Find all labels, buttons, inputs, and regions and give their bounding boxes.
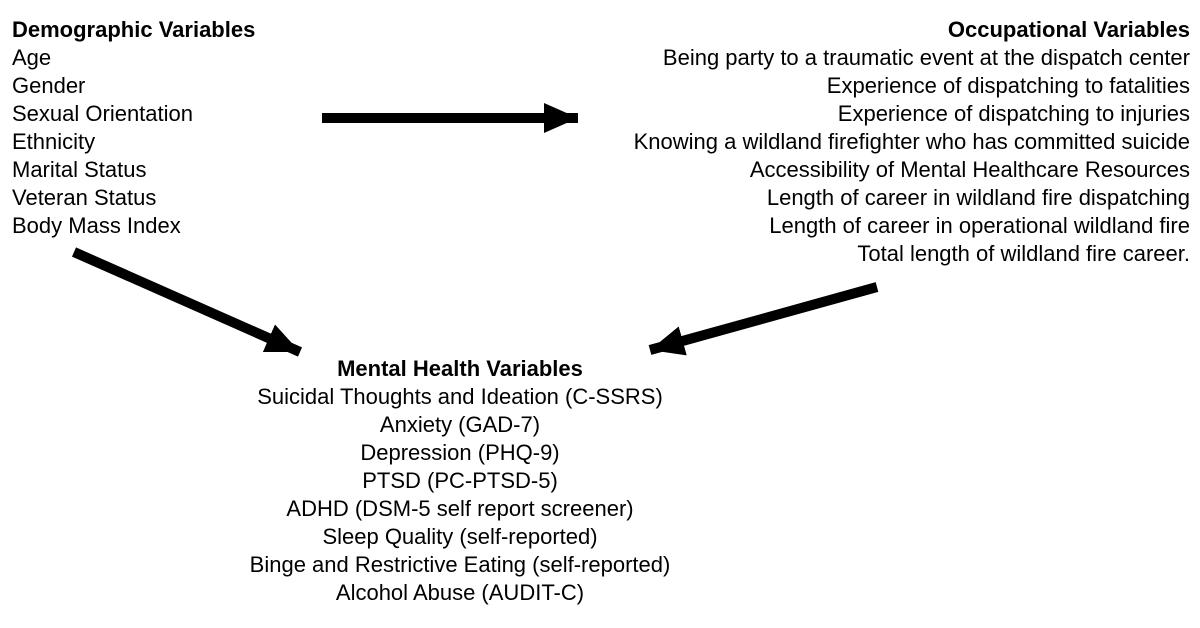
variable-item: Depression (PHQ-9) (360, 440, 560, 465)
mental-health-variables-group: Mental Health Variables Suicidal Thought… (160, 355, 760, 607)
variable-item: Total length of wildland fire career. (857, 241, 1190, 266)
variable-item: Experience of dispatching to injuries (837, 101, 1190, 126)
variable-item: Experience of dispatching to fatalities (826, 73, 1190, 98)
mental-health-variables-title: Mental Health Variables (337, 356, 583, 381)
variable-item: Alcohol Abuse (AUDIT-C) (335, 580, 585, 605)
variable-item: Length of career in operational wildland… (769, 213, 1190, 238)
variable-item: PTSD (PC-PTSD-5) (362, 468, 558, 493)
arrow-occupational-to-mental-health (648, 282, 879, 356)
variable-item: Veteran Status (12, 185, 157, 210)
occupational-variables-list: Being party to a traumatic event at the … (634, 44, 1190, 268)
variable-item: Anxiety (GAD-7) (379, 412, 541, 437)
variable-item: Length of career in wildland fire dispat… (766, 185, 1190, 210)
variable-item: ADHD (DSM-5 self report screener) (286, 496, 634, 521)
variable-item: Sexual Orientation (12, 101, 193, 126)
occupational-variables-title: Occupational Variables (947, 17, 1190, 42)
variable-item: Ethnicity (12, 129, 96, 154)
variable-item: Knowing a wildland firefighter who has c… (633, 129, 1190, 154)
mental-health-variables-list: Suicidal Thoughts and Ideation (C-SSRS) A… (160, 383, 760, 607)
variable-item: Suicidal Thoughts and Ideation (C-SSRS) (257, 384, 663, 409)
variable-item: Marital Status (12, 157, 147, 182)
variable-item: Binge and Restrictive Eating (self-repor… (249, 552, 671, 577)
occupational-variables-group: Occupational Variables Being party to a … (634, 16, 1190, 268)
demographic-variables-title: Demographic Variables (12, 17, 256, 42)
variable-item: Sleep Quality (self-reported) (322, 524, 598, 549)
arrow-demographic-to-mental-health (71, 247, 303, 357)
variable-item: Gender (12, 73, 86, 98)
variable-item: Being party to a traumatic event at the … (662, 45, 1190, 70)
variable-item: Body Mass Index (12, 213, 181, 238)
variable-item: Accessibility of Mental Healthcare Resou… (749, 157, 1190, 182)
variable-item: Age (12, 45, 52, 70)
